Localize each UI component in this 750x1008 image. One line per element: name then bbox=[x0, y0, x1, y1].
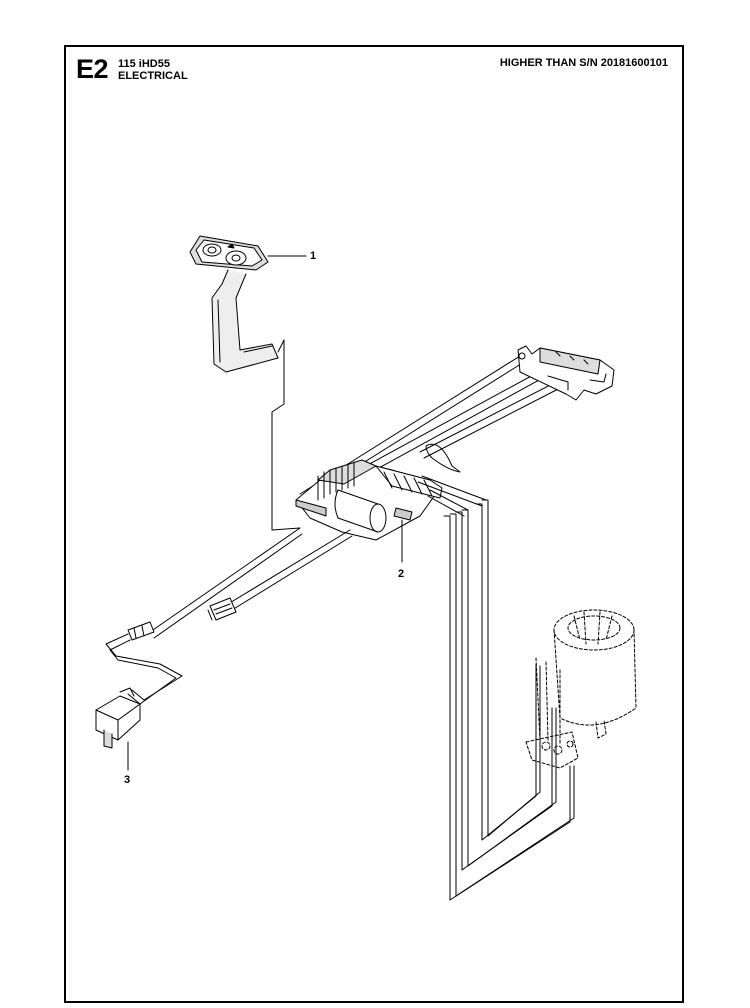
terminal-connectors bbox=[105, 621, 183, 705]
section-title: ELECTRICAL bbox=[118, 70, 188, 82]
callout-3: 3 bbox=[124, 774, 131, 786]
section-code: E2 bbox=[76, 54, 109, 84]
control-module bbox=[295, 443, 487, 541]
main-connector bbox=[517, 345, 615, 401]
micro-switch-part bbox=[95, 687, 141, 749]
ribbon-cable bbox=[271, 339, 301, 531]
callout-2: 2 bbox=[398, 568, 405, 580]
serial-note: HIGHER THAN S/N 20181600101 bbox=[499, 57, 668, 69]
motor bbox=[525, 609, 637, 769]
switch-panel-part bbox=[189, 235, 279, 373]
model-name: 115 iHD55 bbox=[118, 58, 170, 70]
page-frame bbox=[64, 45, 684, 1003]
callout-1: 1 bbox=[310, 250, 317, 262]
inline-connector bbox=[207, 597, 237, 621]
motor-wires bbox=[443, 499, 575, 901]
switch-wires bbox=[149, 527, 353, 639]
